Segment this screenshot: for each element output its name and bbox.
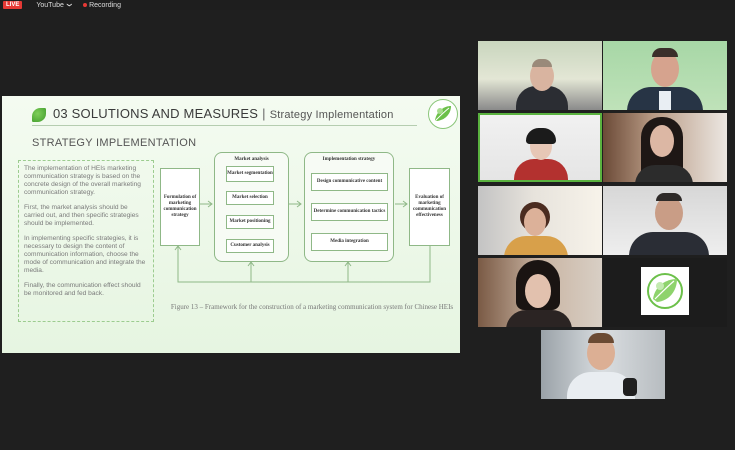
participant-face	[524, 208, 546, 236]
market-item: Customer analysis	[226, 239, 274, 253]
impl-item: Media integration	[311, 233, 388, 251]
paragraph: In implementing specific strategies, it …	[24, 235, 146, 274]
market-item: Market selection	[226, 191, 274, 205]
logo-leaf-icon	[435, 106, 451, 121]
section-subtitle: Strategy Implementation	[269, 109, 394, 121]
participant-tile-6[interactable]	[603, 186, 727, 255]
leaf-bullet-icon	[32, 108, 46, 122]
participant-tile-2[interactable]	[603, 41, 727, 110]
participant-tile-7[interactable]	[478, 258, 602, 327]
feedback-arrowhead	[344, 261, 352, 267]
arrow-connector	[200, 200, 213, 208]
feedback-arrowhead	[247, 261, 255, 267]
title-separator: |	[262, 106, 266, 121]
participant-tile-8[interactable]	[603, 258, 727, 327]
figure-caption: Figure 13 – Framework for the constructi…	[170, 303, 454, 311]
formulation-box: Formulation of marketing communication s…	[160, 168, 200, 246]
impl-item: Determine communication tactics	[311, 203, 388, 221]
participant-hand	[623, 378, 637, 396]
feedback-arrowhead	[174, 245, 182, 251]
feedback-loop	[177, 246, 431, 283]
participant-hair	[588, 333, 614, 343]
participant-tile-5[interactable]	[478, 186, 602, 255]
participant-hair	[656, 193, 682, 201]
market-item: Market positioning	[226, 215, 274, 229]
organization-logo-tile	[641, 267, 689, 315]
paragraph: Finally, the communication effect should…	[24, 282, 141, 297]
university-logo-icon	[428, 99, 458, 129]
participant-shirt	[659, 91, 671, 110]
arrow-connector	[289, 200, 302, 208]
market-item: Market segmentation	[226, 166, 274, 182]
participant-tile-1[interactable]	[478, 41, 602, 110]
participant-body	[635, 165, 693, 182]
paragraph: First, the market analysis should be car…	[24, 204, 139, 227]
impl-item: Design communicative content	[311, 173, 388, 191]
recording-indicator: Recording	[83, 2, 121, 9]
participant-tile-3[interactable]	[478, 113, 602, 182]
participant-face	[525, 274, 551, 308]
recording-label: Recording	[89, 1, 121, 9]
strategy-text-box: The implementation of HEIs marketing com…	[18, 160, 154, 322]
youtube-label: YouTube	[36, 1, 64, 9]
participant-hair	[532, 59, 552, 67]
participant-body	[506, 310, 572, 327]
strategy-heading: STRATEGY IMPLEMENTATION	[32, 137, 197, 149]
evaluation-box: Evaluation of marketing communication ef…	[409, 168, 450, 246]
participant-body	[514, 159, 568, 180]
participant-tile-9[interactable]	[541, 330, 665, 399]
participant-face	[651, 51, 679, 87]
header-rule	[32, 125, 417, 126]
impl-panel-title: Implementation strategy	[322, 157, 376, 162]
youtube-selector[interactable]: YouTube ❯	[36, 1, 72, 9]
participant-tile-4[interactable]	[603, 113, 727, 182]
market-panel-title: Market analysis	[234, 157, 269, 162]
slide-title: 03 SOLUTIONS AND MEASURES|Strategy Imple…	[53, 106, 394, 121]
university-logo-icon	[647, 273, 683, 309]
participant-body	[504, 236, 568, 255]
diagram-connectors	[174, 200, 431, 283]
top-bar: LIVE YouTube ❯ Recording	[0, 0, 735, 10]
participant-hair	[652, 48, 678, 57]
paragraph: The implementation of HEIs marketing com…	[24, 165, 141, 196]
live-badge: LIVE	[3, 1, 23, 9]
shared-slide: 03 SOLUTIONS AND MEASURES|Strategy Imple…	[2, 96, 460, 353]
participant-face	[650, 125, 674, 157]
section-title: 03 SOLUTIONS AND MEASURES	[53, 106, 259, 121]
participant-body	[629, 232, 709, 255]
participant-face	[655, 196, 683, 230]
record-dot-icon	[83, 3, 88, 7]
arrow-connector	[395, 200, 408, 208]
chevron-down-icon: ❯	[65, 2, 72, 8]
participant-hair	[526, 128, 556, 144]
